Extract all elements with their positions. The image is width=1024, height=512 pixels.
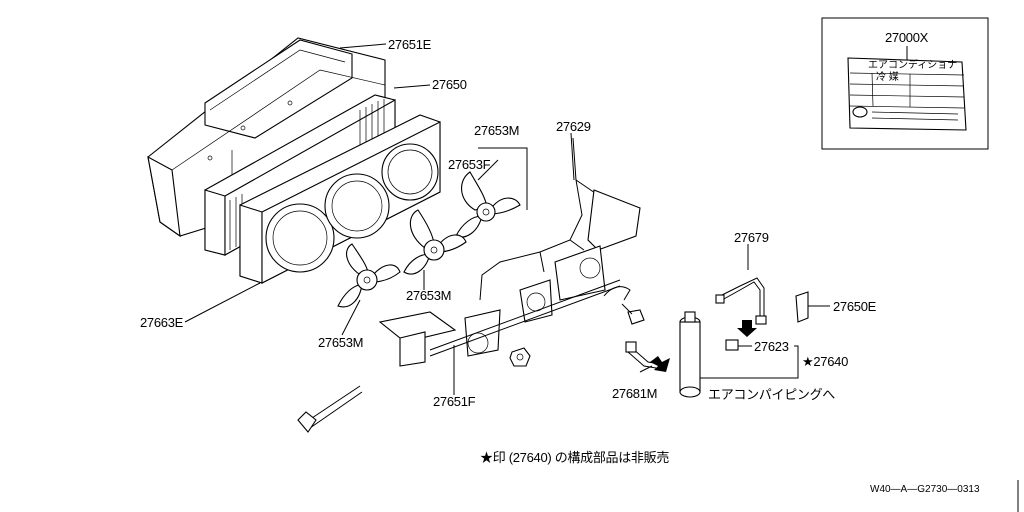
fan-motor-upper	[455, 171, 521, 238]
pipe-27681M	[625, 341, 661, 369]
pressure-switch	[725, 339, 739, 351]
label-27651F: 27651F	[433, 394, 476, 409]
label-27653M-mid: 27653M	[406, 288, 451, 303]
leader-lines	[184, 43, 830, 395]
caution-label-plate: エアコンディショナ 冷 媒	[847, 57, 967, 131]
label-27663E: 27663E	[140, 315, 184, 330]
label-27653M-low: 27653M	[318, 335, 363, 350]
fan-motor-lower	[337, 243, 401, 308]
label-27653F: 27653F	[448, 157, 491, 172]
label-27650E: 27650E	[833, 299, 877, 314]
bolt-short	[621, 303, 645, 325]
bracket-27650E	[795, 291, 809, 323]
caution-label-row1: 冷 媒	[876, 70, 899, 83]
footnote: ★印 (27640) の構成部品は非販売	[480, 450, 669, 465]
label-27651E: 27651E	[388, 37, 432, 52]
label-27629: 27629	[556, 119, 591, 134]
bolt-long	[297, 385, 363, 433]
label-to-aircon-piping: エアコンパイピングへ	[708, 387, 835, 402]
receiver-drier	[679, 311, 701, 398]
label-27681M: 27681M	[612, 386, 657, 401]
label-27653M-top: 27653M	[474, 123, 519, 138]
pipe-27679	[715, 277, 767, 325]
inset-caution-label-box: 27000X エアコンディショナ 冷 媒	[821, 17, 989, 150]
caution-label-header: エアコンディショナ	[868, 58, 957, 71]
shroud-housing	[147, 37, 386, 238]
label-27623: 27623	[754, 339, 789, 354]
label-27650: 27650	[432, 77, 467, 92]
drawing-code: W40―A―G2730―0313	[870, 484, 980, 495]
mounting-bracket	[378, 189, 641, 367]
fan-motor-middle	[403, 209, 467, 275]
label-27640: ★27640	[802, 354, 848, 369]
label-27679: 27679	[734, 230, 769, 245]
fan-shroud-panel	[239, 114, 441, 284]
label-27000X: 27000X	[885, 30, 929, 45]
nut	[509, 347, 531, 367]
